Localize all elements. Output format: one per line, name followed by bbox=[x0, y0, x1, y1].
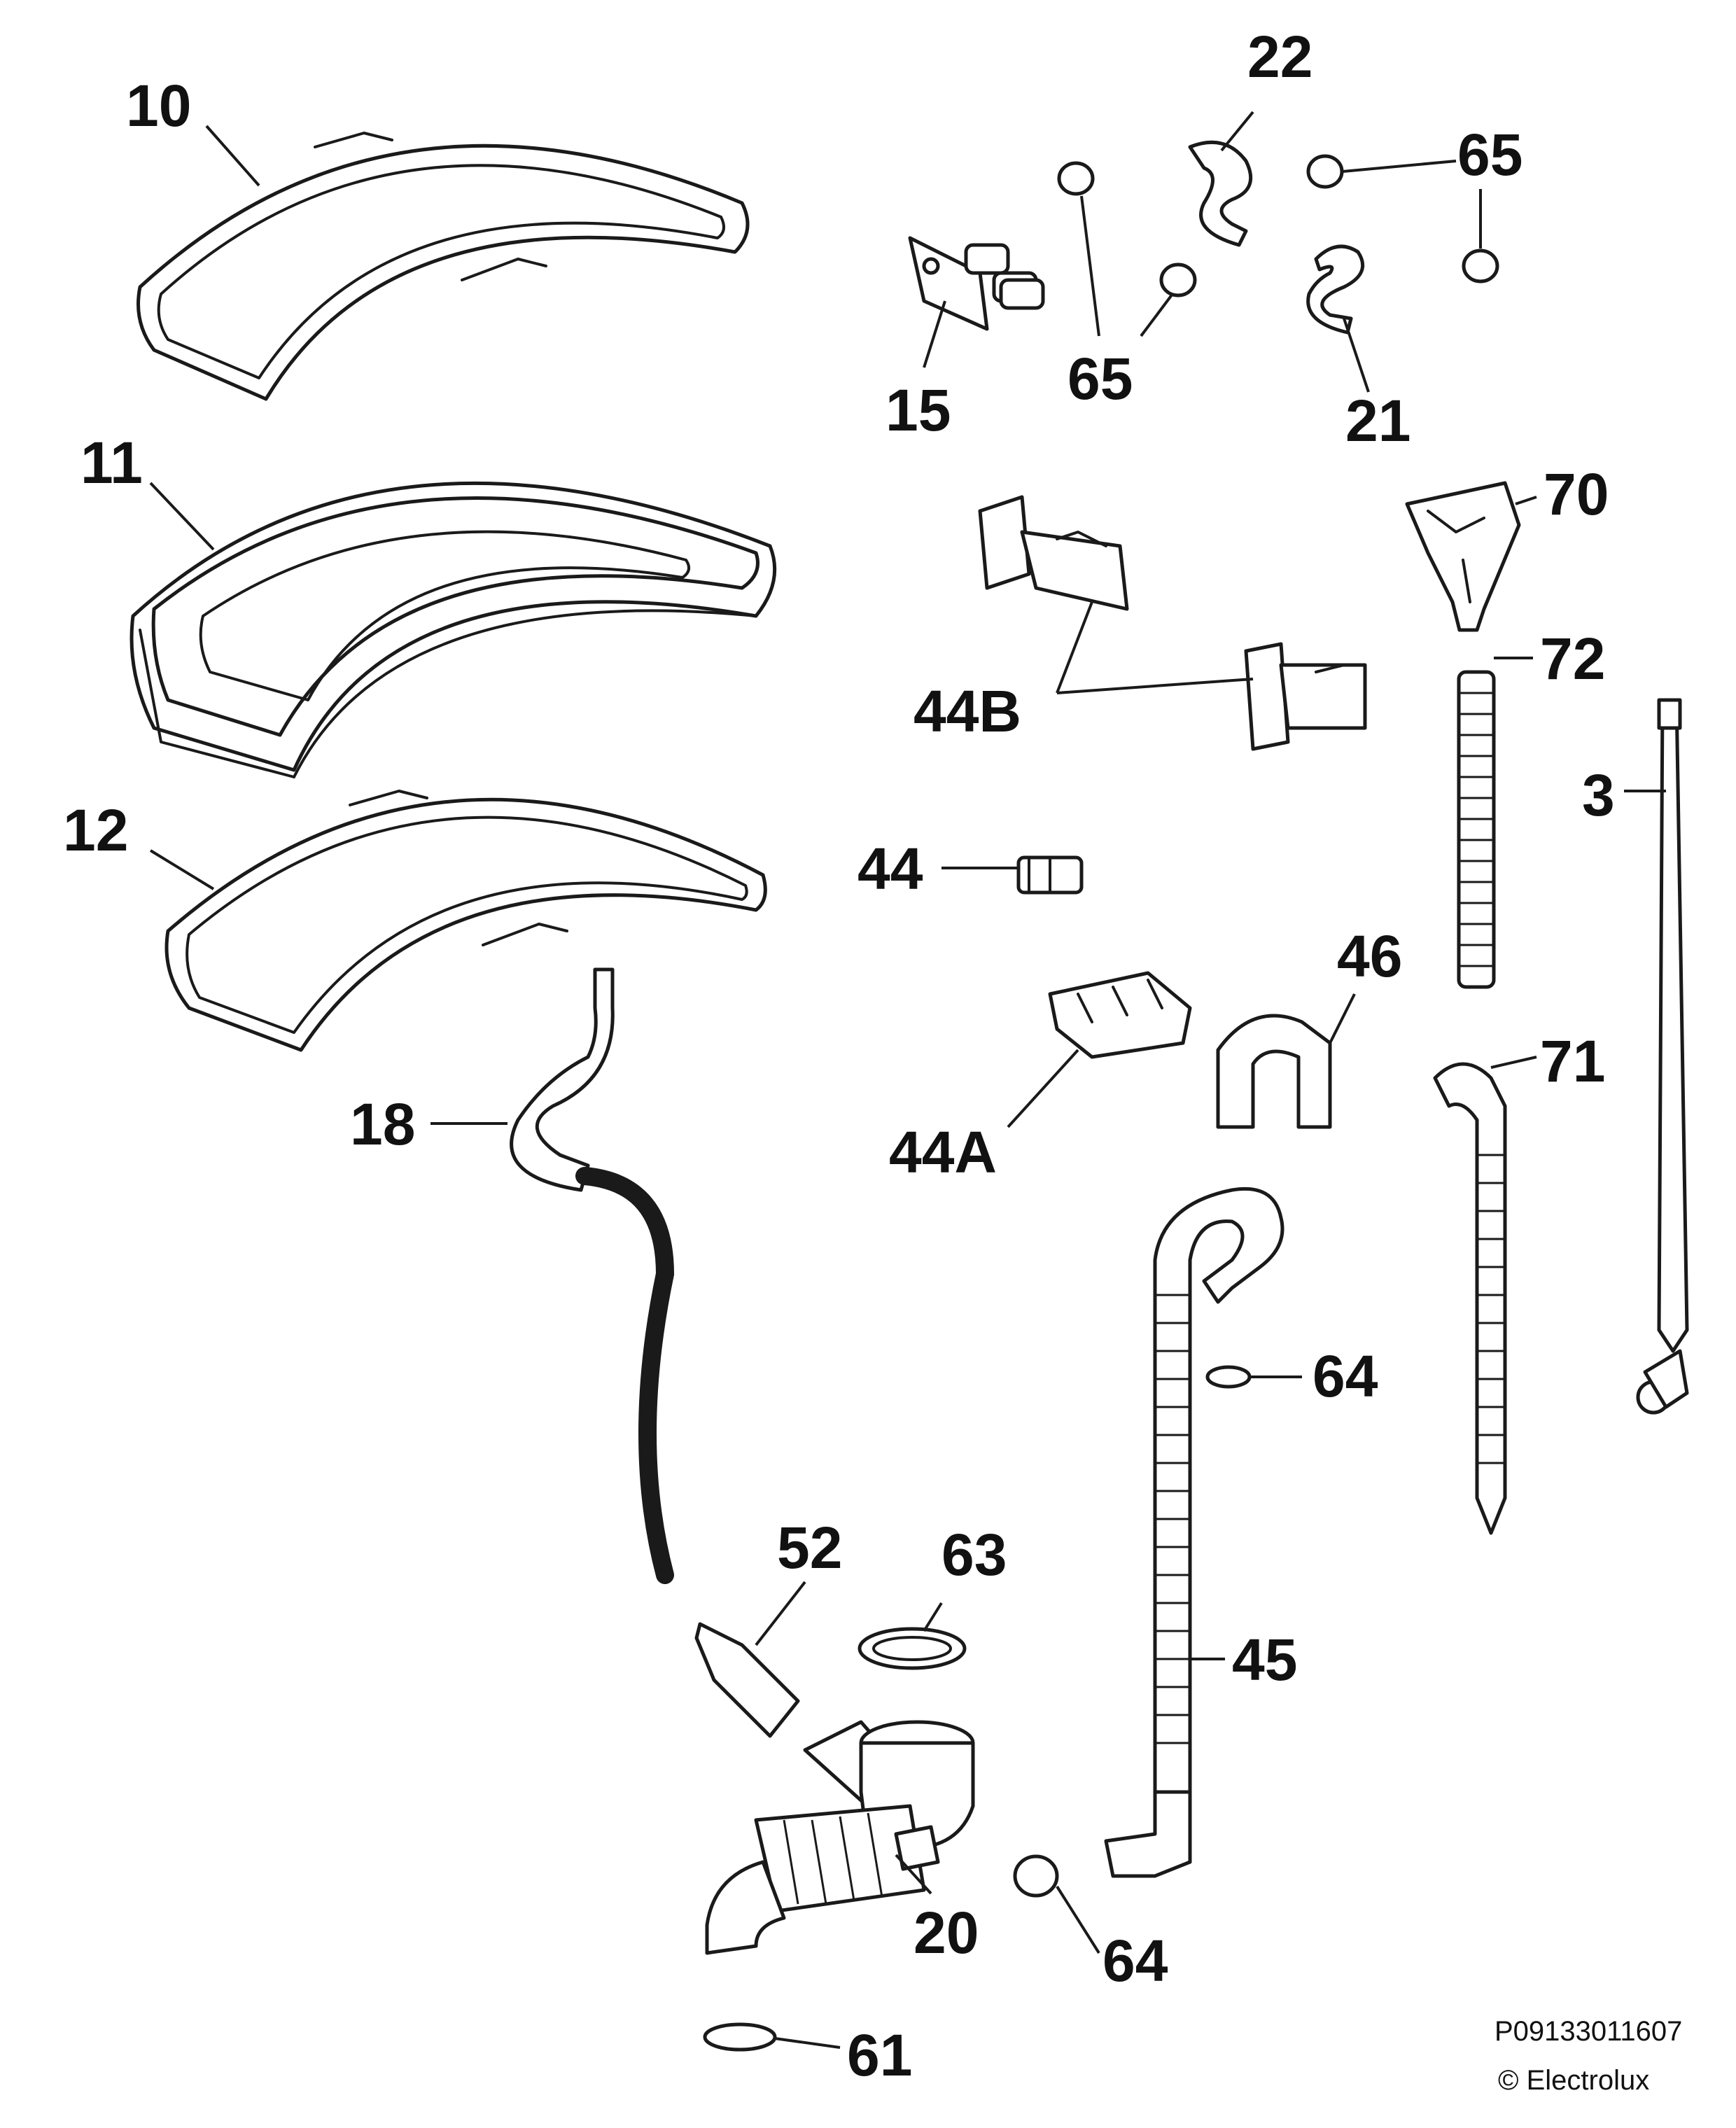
part-44b-holders bbox=[978, 495, 1367, 751]
callout-21: 21 bbox=[1345, 388, 1410, 454]
part-44-clip bbox=[1016, 855, 1084, 895]
callout-20: 20 bbox=[913, 1900, 979, 1966]
part-52-short-hose bbox=[694, 1622, 800, 1738]
callout-10: 10 bbox=[126, 73, 191, 139]
callout-64-upper: 64 bbox=[1312, 1343, 1378, 1409]
callout-22: 22 bbox=[1247, 24, 1312, 90]
part-63-clamp bbox=[858, 1627, 967, 1670]
part-15-valve bbox=[908, 236, 1045, 331]
diagram-code: P09133011607 bbox=[1494, 2016, 1682, 2047]
copyright-notice: © Electrolux bbox=[1498, 2065, 1649, 2096]
part-22-elbow-hose bbox=[1188, 140, 1253, 247]
callout-46: 46 bbox=[1337, 923, 1402, 989]
callout-64-lower: 64 bbox=[1102, 1928, 1168, 1994]
callout-63: 63 bbox=[941, 1522, 1007, 1588]
callout-52: 52 bbox=[777, 1515, 842, 1581]
callout-71: 71 bbox=[1540, 1028, 1605, 1094]
part-46-bend-hose bbox=[1216, 1014, 1332, 1129]
part-44a-holder bbox=[1048, 971, 1192, 1059]
callout-72: 72 bbox=[1540, 626, 1605, 692]
part-72-corrugated-hose bbox=[1457, 670, 1496, 989]
leader-lines bbox=[149, 111, 1666, 2049]
part-70-dispenser-part bbox=[1405, 481, 1521, 632]
callout-11: 11 bbox=[80, 430, 143, 496]
callout-70: 70 bbox=[1544, 461, 1609, 527]
callout-45: 45 bbox=[1232, 1627, 1297, 1693]
part-65-clamps bbox=[1057, 154, 1499, 298]
part-18-hose bbox=[510, 967, 675, 1584]
part-71-drain-hose bbox=[1433, 1062, 1507, 1535]
part-12-gasket-frame bbox=[164, 790, 767, 1052]
callout-44b: 44B bbox=[913, 678, 1021, 744]
part-20-sump-hose bbox=[705, 1720, 975, 1955]
callout-labels: 10 11 12 15 22 65 65 21 70 44B 72 3 44 4… bbox=[63, 24, 1615, 2088]
part-64-clamps bbox=[1013, 1365, 1252, 1898]
callout-44: 44 bbox=[858, 836, 923, 902]
callout-3: 3 bbox=[1582, 762, 1615, 828]
part-3-inlet-hose bbox=[1636, 698, 1689, 1415]
callout-15: 15 bbox=[886, 377, 951, 443]
part-45-drain-hose bbox=[1104, 1186, 1284, 1878]
callout-18: 18 bbox=[350, 1091, 415, 1157]
part-21-elbow-hose bbox=[1306, 244, 1365, 335]
callout-44a: 44A bbox=[889, 1119, 997, 1185]
part-10-gasket-frame bbox=[136, 132, 750, 401]
callout-12: 12 bbox=[63, 797, 128, 863]
callout-65-left: 65 bbox=[1068, 346, 1133, 412]
callout-61: 61 bbox=[847, 2022, 912, 2088]
part-11-door-seal bbox=[130, 481, 777, 778]
callout-65-right: 65 bbox=[1457, 122, 1522, 188]
part-61-clamp bbox=[703, 2022, 777, 2052]
